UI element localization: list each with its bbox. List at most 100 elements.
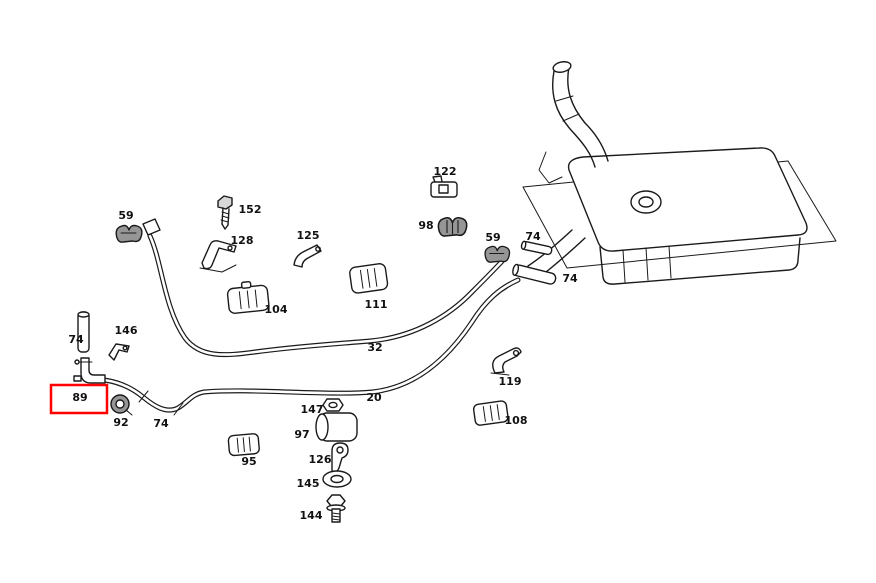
- fuel-line-20: [101, 277, 521, 416]
- grommet-slots: [359, 267, 378, 289]
- part-59-right-clamp-glyph: [484, 245, 511, 263]
- grommet-body: [472, 400, 509, 426]
- part-111-grommet-glyph: [349, 263, 389, 294]
- clip-ring-hole: [115, 399, 125, 409]
- part-label-74-top-right: 74: [525, 230, 541, 243]
- clip-slot: [438, 184, 449, 194]
- part-label-152: 152: [239, 203, 262, 216]
- fuel-line-20-core: [102, 278, 520, 412]
- part-label-146: 146: [115, 324, 138, 337]
- filler-neck-outer: [551, 70, 596, 168]
- part-label-74-mid-left: 74: [153, 417, 169, 430]
- part-label-104: 104: [265, 303, 288, 316]
- filler-hose-clamps: [555, 95, 580, 122]
- filler-neck-inner: [567, 66, 609, 162]
- tank-body: [567, 147, 808, 252]
- fuel-tank-assembly: [522, 61, 837, 285]
- bracket-hole: [512, 349, 520, 357]
- fuel-line-32-outline: [147, 233, 509, 358]
- filler-cap: [552, 61, 572, 73]
- clamp-shape: [115, 224, 143, 243]
- clip-tab: [432, 175, 443, 183]
- part-89-elbow-glyph: [73, 357, 106, 384]
- part-label-119: 119: [499, 375, 522, 388]
- fuel-sender-cap: [638, 196, 654, 208]
- elbow-stub: [73, 375, 82, 382]
- part-74-top-right-pipe-glyph: [520, 240, 553, 256]
- part-label-122: 122: [434, 165, 457, 178]
- clamp-shape: [484, 245, 511, 263]
- part-147-cap-nut-glyph: [322, 398, 344, 412]
- part-label-111: 111: [365, 298, 388, 311]
- bracket-foot: [490, 372, 510, 376]
- part-74-left-pipe-glyph: [77, 311, 90, 353]
- part-98-clamp-glyph: [437, 216, 468, 237]
- part-145-washer-glyph: [322, 470, 352, 488]
- part-104-grommet-glyph: [226, 281, 270, 314]
- bracket-hole: [315, 246, 321, 252]
- part-label-92: 92: [113, 416, 128, 429]
- bracket-foot: [199, 264, 237, 273]
- clip-body: [430, 181, 458, 198]
- pipe-end: [512, 263, 520, 276]
- part-label-97: 97: [294, 428, 309, 441]
- hose-74-end-ticks: [138, 390, 184, 416]
- screw-threads: [220, 211, 230, 223]
- part-label-95: 95: [241, 455, 256, 468]
- part-label-145: 145: [297, 477, 320, 490]
- part-label-74-bottom-right: 74: [562, 272, 578, 285]
- bracket-shape: [293, 244, 322, 268]
- highlight-box: [49, 383, 109, 415]
- part-108-grommet-glyph: [472, 400, 509, 426]
- elbow-body: [80, 357, 106, 384]
- nut-top: [328, 401, 338, 409]
- washer-hole: [330, 474, 344, 484]
- grommet-slots: [238, 289, 258, 310]
- part-label-59-right: 59: [485, 231, 500, 244]
- part-label-125: 125: [297, 229, 320, 242]
- part-label-126: 126: [309, 453, 332, 466]
- bracket-shape: [108, 343, 130, 361]
- part-128-bracket-glyph: [199, 240, 237, 273]
- part-label-74-left: 74: [68, 333, 84, 346]
- elbow-clamp-screw: [74, 359, 80, 365]
- part-label-20: 20: [366, 391, 382, 404]
- part-125-bracket-glyph: [293, 244, 322, 268]
- grommet-slots: [482, 404, 500, 422]
- fitting-shape: [142, 218, 161, 236]
- tank-vent-line-2: [545, 237, 586, 273]
- part-label-89: 89: [72, 391, 87, 404]
- fuel-line-32-core: [148, 234, 508, 356]
- part-label-32: 32: [367, 341, 382, 354]
- part-126-clamp-glyph: [331, 442, 349, 473]
- clamp-ribs: [446, 219, 459, 235]
- clamp-hole: [336, 446, 344, 454]
- pipe-end: [520, 240, 527, 250]
- tank-front-face: [599, 237, 801, 285]
- part-label-147: 147: [301, 403, 324, 416]
- part-152-screw-glyph: [217, 195, 233, 230]
- grommet-slots: [236, 436, 251, 453]
- part-label-108: 108: [505, 414, 528, 427]
- screw-tip: [221, 223, 229, 230]
- clip-tab: [125, 409, 133, 416]
- part-label-144: 144: [300, 509, 323, 522]
- part-146-bracket-glyph: [108, 343, 130, 361]
- part-32-line-fitting-glyph: [142, 218, 161, 236]
- part-122-clip-glyph: [430, 175, 458, 198]
- grommet-tab: [240, 281, 252, 289]
- bracket-shape: [492, 347, 522, 374]
- pipe-body: [77, 311, 90, 353]
- bolt-threads: [331, 512, 341, 521]
- part-95-grommet-glyph: [227, 433, 260, 457]
- part-label-128: 128: [231, 234, 254, 247]
- tank-ribs: [622, 245, 672, 283]
- bracket-hole: [227, 245, 233, 251]
- screw-head: [217, 195, 233, 210]
- pipe-end: [77, 311, 90, 318]
- part-92-clip-glyph: [110, 394, 133, 416]
- nut-body: [322, 398, 344, 412]
- bracket-hole: [122, 345, 128, 351]
- part-label-98: 98: [418, 219, 433, 232]
